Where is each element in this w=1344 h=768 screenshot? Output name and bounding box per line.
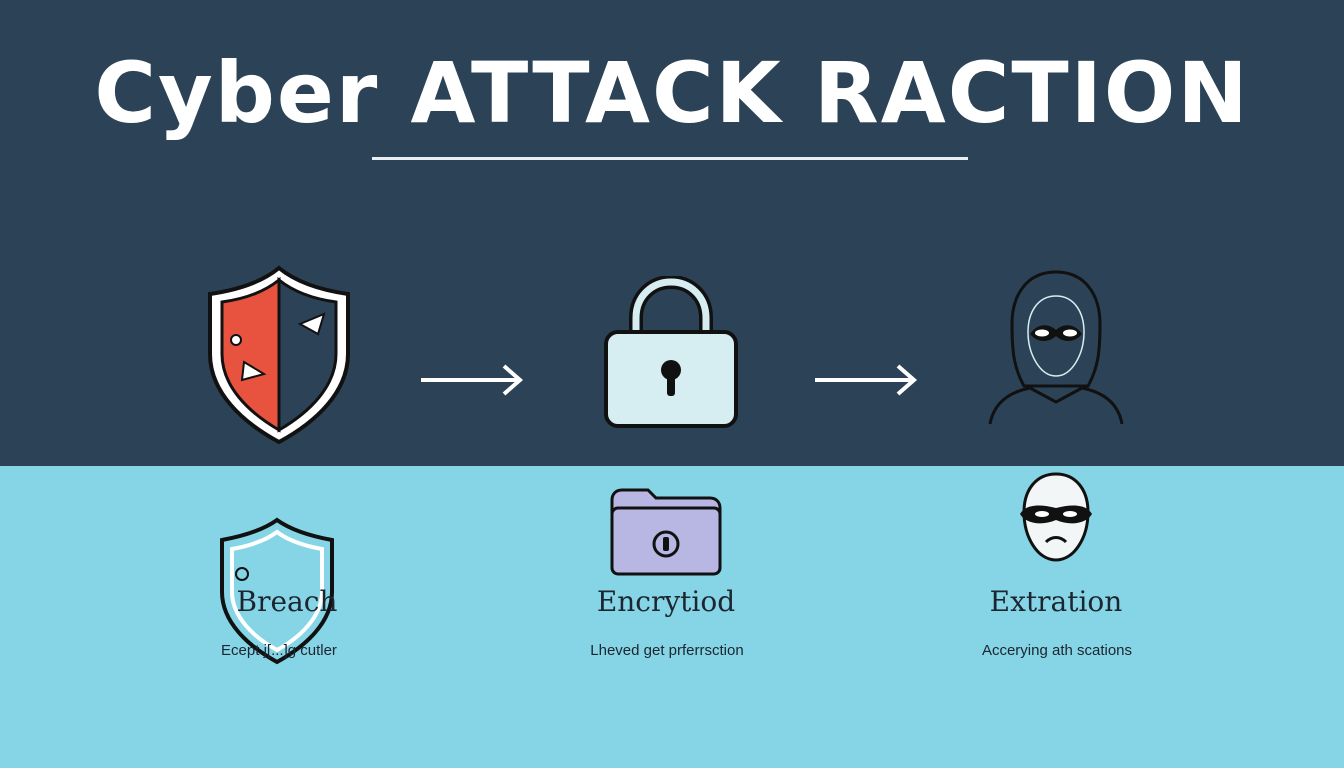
arrow-right-icon (815, 364, 918, 396)
hooded-hacker-icon (988, 270, 1124, 425)
step-title-extraction: Extration (989, 585, 1123, 618)
arrow-right-icon (421, 364, 524, 396)
step-title-breach: Breach (236, 585, 338, 618)
step-description-extraction: Accerying ath scations (981, 642, 1133, 659)
masked-face-icon (1020, 472, 1092, 562)
step-description-breach: Ecept j[...]g cutler (221, 642, 337, 659)
title-underline (372, 157, 968, 160)
page-title: Cyber ATTACK RACTION (94, 44, 1250, 142)
padlock-icon (604, 276, 738, 428)
locked-folder-icon (610, 488, 722, 576)
shield-outline-icon (220, 517, 334, 665)
step-title-encryption: Encrytiod (596, 585, 736, 618)
step-description-encryption: Lheved get prferrsction (590, 642, 744, 659)
shield-icon (208, 265, 350, 445)
